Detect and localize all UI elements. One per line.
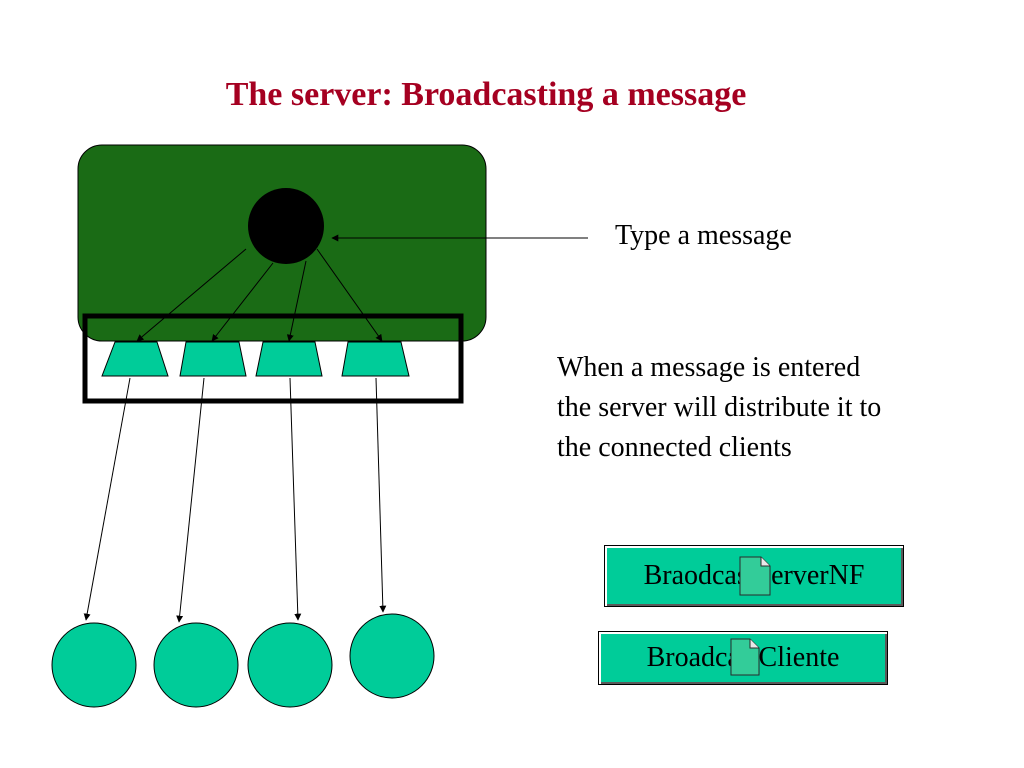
client-node-1: [51, 622, 137, 708]
arrow-socket-client-4: [375, 377, 387, 613]
client-node-4: [349, 613, 435, 699]
socket-1: [101, 341, 169, 377]
client-node-3: [247, 622, 333, 708]
connections-frame: [82, 313, 464, 404]
arrow-socket-client-2: [176, 377, 205, 623]
arrow-socket-client-3: [289, 377, 302, 621]
input-label: Type a message: [615, 220, 792, 251]
arrow-server-socket-3: [286, 260, 307, 342]
description-line: the server will distribute it to: [557, 392, 882, 423]
description-line: the connected clients: [557, 432, 792, 463]
client-file-icon[interactable]: [730, 638, 760, 676]
arrow-server-socket-1: [136, 248, 247, 342]
arrow-socket-client-1: [83, 377, 131, 621]
arrow-server-socket-4: [316, 248, 383, 342]
arrow-server-socket-2: [211, 262, 274, 342]
server-node: [248, 188, 324, 264]
description-text: When a message is entered the server wil…: [557, 348, 881, 468]
server-file-icon[interactable]: [739, 556, 771, 596]
client-node-2: [153, 622, 239, 708]
slide-title: The server: Broadcasting a message: [225, 76, 747, 113]
socket-2: [179, 341, 247, 377]
socket-3: [255, 341, 323, 377]
socket-4: [341, 341, 410, 377]
description-line: When a message is entered: [557, 352, 861, 383]
